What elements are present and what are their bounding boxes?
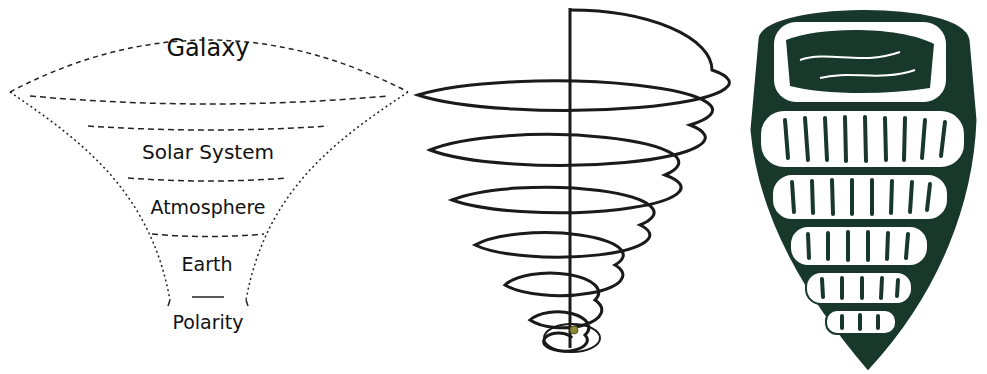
band-divider [88, 126, 328, 130]
funnel-side [10, 92, 170, 300]
shell-aperture-inner [786, 30, 934, 93]
spiral [418, 8, 729, 352]
shell-whorl [790, 226, 928, 266]
funnel-tip [168, 300, 248, 306]
spiral-seed [570, 326, 578, 334]
shell [752, 11, 975, 368]
band-label: Polarity [172, 312, 243, 333]
funnel-band: Galaxy [162, 33, 253, 63]
shell-whorl [772, 174, 948, 220]
band-label: Atmosphere [150, 197, 265, 218]
funnel-band: Earth [178, 252, 237, 277]
band-divider [30, 96, 388, 104]
shell-whorl [826, 310, 896, 334]
shell-aperture [774, 22, 946, 102]
band-label: Earth [182, 254, 233, 275]
shell-whorl [760, 110, 965, 168]
funnel [10, 40, 408, 306]
spiral-coil [418, 10, 729, 351]
band-divider [128, 178, 288, 181]
band-divider [192, 296, 224, 298]
funnel-side [246, 92, 408, 300]
shell-body [752, 11, 975, 368]
band-label: Solar System [142, 141, 274, 163]
shell-ribs [785, 117, 945, 329]
funnel-band: Polarity [168, 310, 247, 335]
funnel-band: Atmosphere [146, 195, 269, 220]
band-label: Galaxy [166, 35, 249, 61]
spiral-base [544, 324, 600, 352]
shell-whorl [806, 272, 912, 304]
shell-squiggle [800, 52, 915, 78]
funnel-band: Solar System [138, 139, 278, 165]
spiral-axis [569, 8, 572, 348]
band-divider [152, 234, 264, 237]
